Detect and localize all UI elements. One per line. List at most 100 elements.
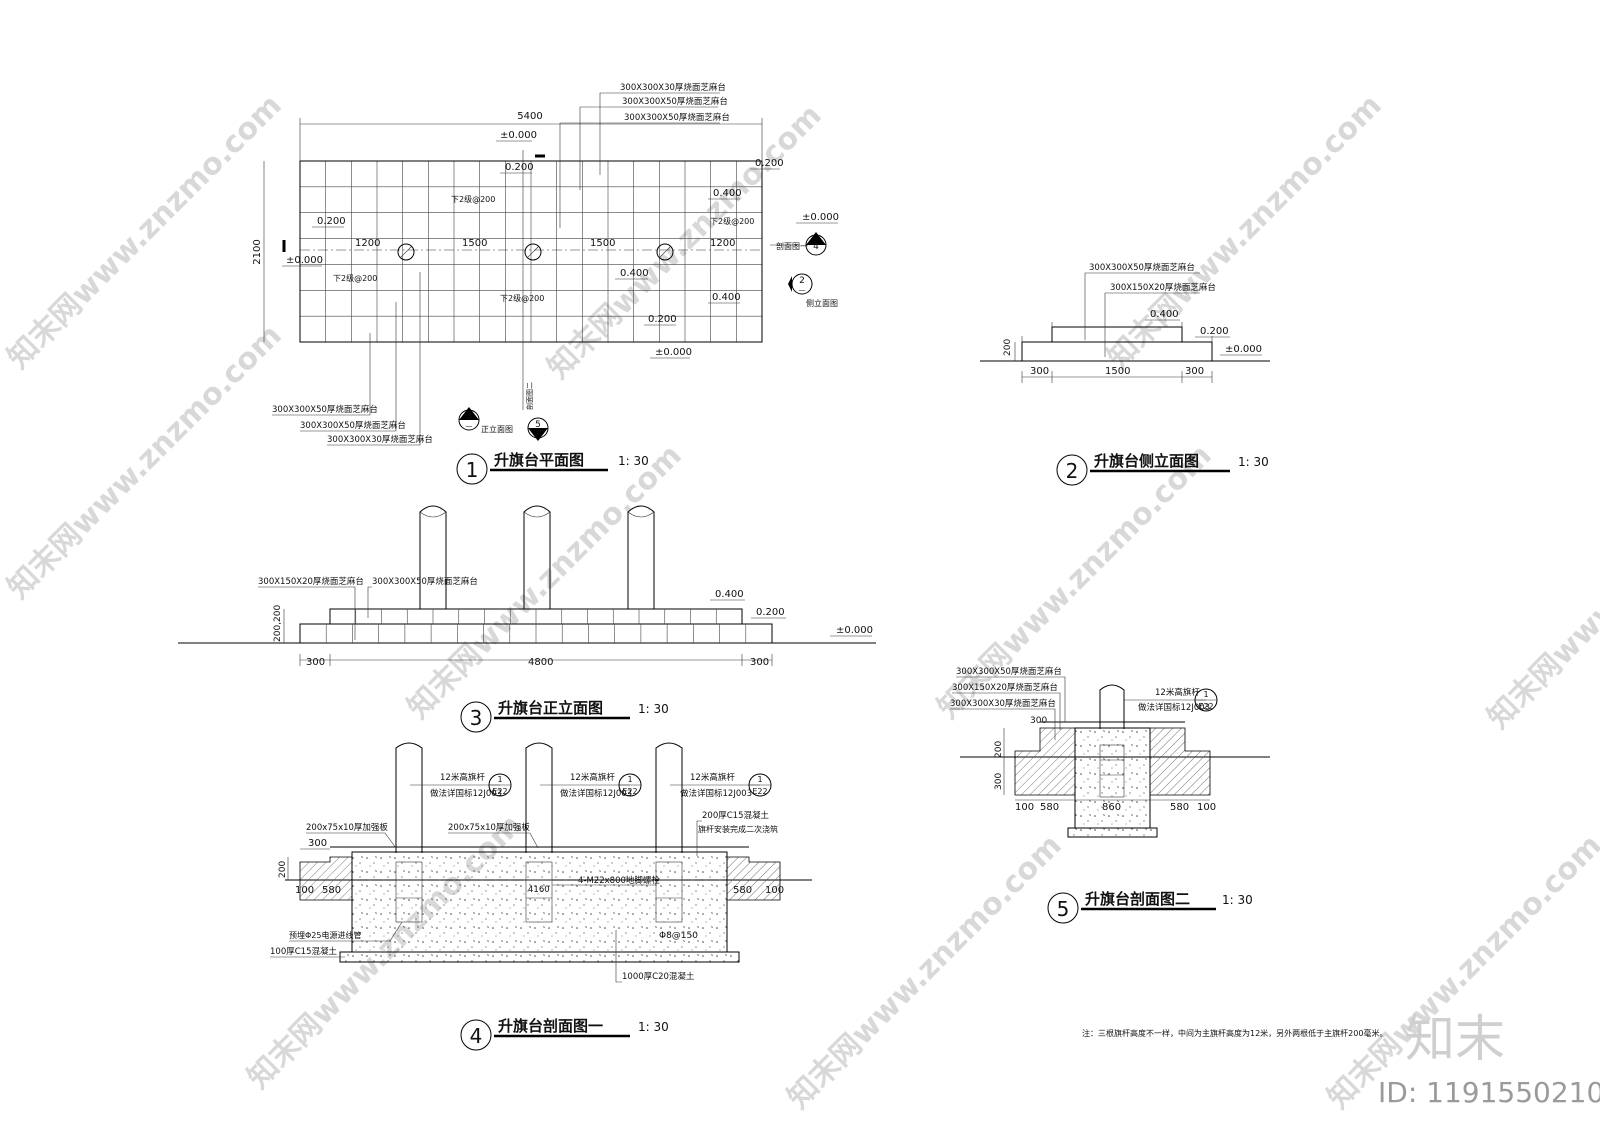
pole-label: 12米高旗杆 (440, 772, 485, 783)
drawing-scale: 1: 30 (638, 1020, 669, 1034)
drawing-scale: 1: 30 (1238, 455, 1269, 469)
section-2-drawing: 300X300X50厚烧面芝麻台 300X150X20厚烧面芝麻台 300X30… (950, 666, 1270, 924)
material-callout: 300X300X50厚烧面芝麻台 (1089, 262, 1195, 273)
plan-outline (299, 160, 763, 343)
flag-pole (627, 505, 655, 609)
drawing-title: 升旗台平面图 (494, 451, 584, 469)
drawing-number: 1 (466, 458, 479, 482)
step-note: 下2级@200 (451, 194, 495, 204)
level-label: 0.400 (712, 292, 741, 303)
watermark: 知末网www.znzmo.com (1, 318, 289, 606)
watermark: 知末网www.znzmo.com (781, 828, 1069, 1116)
svg-text:4160: 4160 (528, 885, 550, 895)
drawing-number-circle (456, 453, 488, 485)
pole-ref: 做法详国标12J003 (560, 788, 632, 799)
flag-pole-circle (656, 243, 674, 261)
svg-text:0.400: 0.400 (715, 589, 744, 600)
drawing-scale: 1: 30 (618, 454, 649, 468)
material-callout: 200x75x10厚加强板 (448, 822, 530, 833)
watermark: 知末网www.znzmo.com (1101, 88, 1389, 376)
svg-text:100: 100 (1015, 802, 1034, 813)
svg-text:1: 1 (1203, 690, 1208, 699)
svg-text:1500: 1500 (1105, 366, 1130, 377)
level-label: 0.400 (620, 268, 649, 279)
svg-text:200: 200 (278, 861, 288, 878)
svg-text:0.200: 0.200 (1200, 326, 1229, 337)
svg-text:580: 580 (1170, 802, 1189, 813)
watermark: 知末网www.znzmo.com (1481, 448, 1600, 736)
svg-text:1: 1 (627, 775, 632, 784)
front-paving-joints (325, 609, 747, 643)
plan-paving-grid (300, 161, 762, 342)
pole-label: 12米高旗杆 (690, 772, 735, 783)
material-callout: 300X150X20厚烧面芝麻台 (1110, 282, 1216, 293)
material-callout: 300X300X30厚烧面芝麻台 (950, 698, 1056, 709)
dim-total-height: 2100 (252, 239, 263, 264)
drawing-title: 升旗台剖面图二 (1085, 890, 1190, 908)
level-label: ±0.000 (286, 255, 323, 266)
drawing-title: 升旗台剖面图一 (498, 1017, 603, 1035)
section-1-drawing: 12米高旗杆 做法详国标12J003 1 E22 12米高旗杆 做法详国标12J… (270, 742, 812, 1051)
dim-seg: 1200 (710, 238, 735, 249)
elevation-marker-num: 2 (799, 276, 805, 286)
plan-drawing: 5400 2100 1200 1500 1500 1200 ±0.000 0.2… (252, 82, 839, 485)
drawing-title: 升旗台侧立面图 (1094, 452, 1199, 470)
material-callout: 100厚C15混凝土 (270, 946, 337, 957)
level-label: ±0.000 (802, 212, 839, 223)
material-callout: 300X300X50厚烧面芝麻台 (956, 666, 1062, 677)
dim-seg: 1200 (355, 238, 380, 249)
material-callout: 300X300X50厚烧面芝麻台 (272, 404, 378, 415)
elevation-marker-num: 3 (466, 412, 472, 422)
drawing-number: 5 (1057, 897, 1070, 921)
level-label: ±0.000 (655, 347, 692, 358)
level-label: ±0.000 (500, 130, 537, 141)
material-callout: 300X300X50厚烧面芝麻台 (300, 420, 406, 431)
pole-label: 12米高旗杆 (1155, 687, 1200, 698)
svg-text:—: — (535, 430, 542, 438)
material-callout: 旗杆安装完成二次浇筑 (698, 824, 778, 834)
svg-text:4800: 4800 (528, 657, 553, 668)
section-marker-num: 4 (813, 242, 819, 252)
svg-text:100: 100 (1197, 802, 1216, 813)
svg-text:Φ8@150: Φ8@150 (659, 931, 698, 941)
material-callout: 300X300X50厚烧面芝麻台 (372, 576, 478, 587)
brand-logo: 知末 (1405, 1010, 1505, 1068)
elevation-label: 侧立面图 (806, 298, 838, 308)
svg-text:300: 300 (1030, 366, 1049, 377)
level-label: 0.400 (713, 188, 742, 199)
svg-text:200: 200 (1003, 339, 1013, 356)
material-callout: 1000厚C20混凝土 (622, 971, 695, 982)
svg-text:—: — (799, 286, 806, 294)
material-callout: 300X300X50厚烧面芝麻台 (624, 112, 730, 123)
svg-text:E22: E22 (1198, 702, 1213, 711)
svg-text:—: — (466, 422, 473, 430)
material-callout: 300X150X20厚烧面芝麻台 (952, 682, 1058, 693)
svg-text:300: 300 (308, 838, 327, 849)
drawing-id: ID: 1191550210 (1378, 1076, 1600, 1109)
step-note: 下2级@200 (500, 293, 544, 303)
material-callout: 300X300X50厚烧面芝麻台 (622, 96, 728, 107)
pole-ref: 做法详国标12J003 (680, 788, 752, 799)
svg-text:300: 300 (306, 657, 325, 668)
flag-pole-circle (397, 243, 415, 261)
section-label: 剖面图一 (776, 241, 808, 251)
drawing-number: 2 (1066, 459, 1079, 483)
dim-total-width: 5400 (517, 111, 542, 122)
svg-text:200: 200 (994, 741, 1004, 758)
step-note: 下2级@200 (333, 273, 377, 283)
level-label: 0.200 (317, 216, 346, 227)
drawing-scale: 1: 30 (1222, 893, 1253, 907)
material-callout: 预埋Φ25电源进线管 (289, 930, 361, 940)
pole-ref: 做法详国标12J003 (430, 788, 502, 799)
material-callout: 200x75x10厚加强板 (306, 822, 388, 833)
dim-seg: 1500 (590, 238, 615, 249)
svg-text:0.200: 0.200 (756, 607, 785, 618)
watermark: 知末网www.znzmo.com (1321, 828, 1600, 1116)
flag-pole (419, 505, 447, 609)
material-callout: 300X300X30厚烧面芝麻台 (620, 82, 726, 93)
svg-text:1: 1 (497, 775, 502, 784)
level-label: 0.200 (755, 158, 784, 169)
svg-text:580: 580 (322, 885, 341, 896)
pole-ref: 做法详国标12J003 (1138, 702, 1210, 713)
